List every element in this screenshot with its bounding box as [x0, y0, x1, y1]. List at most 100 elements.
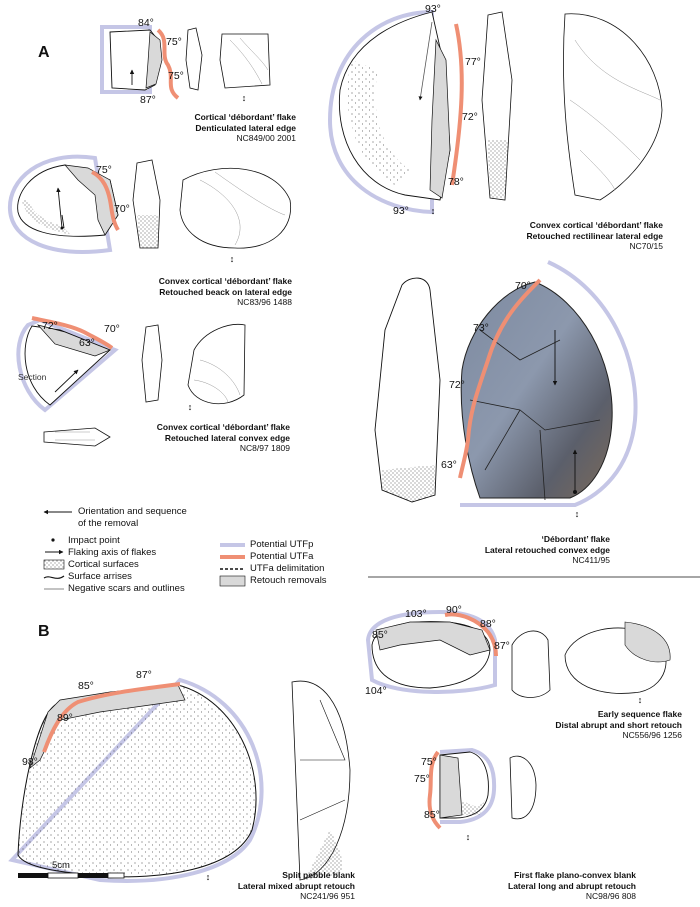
angle-label: 85° — [78, 680, 94, 692]
utfa-edge-nc83 — [90, 170, 120, 232]
caption-title: Cortical ‘débordant’ flake — [194, 112, 296, 122]
retouch-nc70 — [429, 38, 451, 199]
legend-cortical: Cortical surfaces — [68, 559, 139, 570]
utfp-outline-nc83 — [7, 154, 113, 254]
utfp-outline-nc70 — [327, 9, 434, 215]
ventral-nc8 — [187, 324, 246, 404]
section-label: Section — [18, 372, 47, 382]
caption-ref: NC241/96 951 — [300, 891, 355, 901]
caption-nc8: Convex cortical ‘débordant’ flake Retouc… — [60, 422, 290, 454]
artifact-nc70: ↕ — [327, 9, 663, 216]
legend-scars: Negative scars and outlines — [68, 583, 185, 594]
angle-label: 72° — [42, 320, 58, 332]
caption-nc70: Convex cortical ‘débordant’ flake Retouc… — [433, 220, 663, 252]
utfp-outline-nc849 — [100, 25, 152, 94]
angle-label: 104° — [365, 685, 387, 697]
ventral-nc70 — [563, 13, 663, 201]
caption-subtitle: Lateral retouched convex edge — [484, 544, 610, 555]
profile-nc849 — [185, 27, 203, 91]
artifact-nc411: ↕ — [374, 260, 638, 519]
angle-label: 93° — [393, 205, 409, 217]
utfa-edge-nc556 — [444, 612, 498, 657]
svg-text:↕: ↕ — [575, 509, 580, 519]
caption-ref: NC70/15 — [629, 241, 663, 251]
utfp-outline-nc411 — [460, 260, 638, 507]
caption-ref: NC98/96 808 — [585, 891, 636, 901]
angle-label: 75° — [421, 756, 437, 768]
utfa-edge-nc241 — [42, 682, 181, 753]
legend-orientation-line1: Orientation and sequence — [78, 506, 187, 517]
legend-cortical-swatch — [43, 559, 65, 570]
utfp-outline-nc98 — [439, 747, 497, 824]
svg-text:↕: ↕ — [188, 402, 193, 412]
angle-label: 89° — [57, 712, 73, 724]
angle-label: 75° — [166, 36, 182, 48]
profile-nc411 — [374, 277, 441, 503]
caption-subtitle: Distal abrupt and short retouch — [555, 719, 682, 730]
panel-label-b: B — [38, 623, 50, 640]
artifact-nc8: ↕ — [16, 316, 246, 447]
utfp-outline-nc556 — [365, 609, 497, 694]
angle-label: 87° — [494, 640, 510, 652]
caption-nc241: Split pebble blank Lateral mixed abrupt … — [125, 870, 355, 902]
legend-utfp: Potential UTFp — [250, 539, 314, 550]
stone-nc411 — [460, 281, 613, 499]
caption-ref: NC849/00 2001 — [236, 133, 296, 143]
utfa-edge-nc8 — [31, 316, 114, 350]
cortex-nc83 — [22, 200, 70, 234]
legend-retouch-swatch — [219, 575, 246, 587]
caption-title: ‘Débordant’ flake — [541, 534, 611, 544]
angle-label: 84° — [138, 17, 154, 29]
ventral-scar-nc556 — [624, 621, 671, 663]
angle-label: 103° — [405, 608, 427, 620]
angle-label: 98° — [22, 756, 38, 768]
angle-label: 93° — [425, 3, 441, 15]
artifact-nc241: ↕ — [8, 677, 351, 883]
svg-text:↕: ↕ — [230, 254, 235, 264]
scale-bar — [18, 872, 125, 879]
caption-subtitle: Lateral long and abrupt retouch — [508, 880, 636, 891]
angle-label: 63° — [79, 337, 95, 349]
artifact-nc849: ↕ — [100, 25, 271, 103]
caption-ref: NC411/95 — [572, 555, 610, 565]
angle-label: 85° — [372, 629, 388, 641]
angle-label: 77° — [465, 56, 481, 68]
angle-label: 75° — [168, 70, 184, 82]
utfa-edge-nc849 — [156, 28, 180, 100]
svg-text:↕: ↕ — [638, 695, 643, 705]
caption-ref: NC556/96 1256 — [622, 730, 682, 740]
caption-title: Split pebble blank — [282, 870, 355, 880]
angle-label: 72° — [462, 111, 478, 123]
utfp-outline-nc241 — [8, 677, 264, 883]
caption-title: First flake plano-convex blank — [514, 870, 636, 880]
caption-ref: NC83/96 1488 — [237, 297, 292, 307]
ventral-nc849 — [219, 33, 271, 89]
angle-label: 85° — [424, 809, 440, 821]
svg-text:↕: ↕ — [431, 206, 436, 216]
caption-subtitle: Retouched rectilinear lateral edge — [526, 230, 663, 241]
angle-label: 73° — [473, 322, 489, 334]
angle-label: 70° — [515, 280, 531, 292]
legend-flaking-axis: Flaking axis of flakes — [68, 547, 157, 558]
angle-label: 90° — [446, 604, 462, 616]
angle-label: 87° — [136, 669, 152, 681]
retouch-nc241 — [29, 684, 186, 769]
artifact-nc556: ↕ — [365, 609, 671, 705]
caption-nc556: Early sequence flake Distal abrupt and s… — [452, 709, 682, 741]
cortex-nc70 — [347, 60, 410, 185]
utfa-edge-nc70 — [450, 23, 464, 186]
profile-nc98 — [509, 755, 537, 820]
angle-label: 72° — [449, 379, 465, 391]
angle-label: 75° — [96, 164, 112, 176]
caption-subtitle: Lateral mixed abrupt retouch — [237, 880, 355, 891]
legend-arrises: Surface arrises — [68, 571, 132, 582]
legend-retouch: Retouch removals — [250, 575, 327, 586]
retouch-nc849 — [145, 31, 163, 89]
retouch-nc8 — [36, 324, 111, 357]
caption-nc849: Cortical ‘débordant’ flake Denticulated … — [66, 112, 296, 144]
caption-title: Convex cortical ‘débordant’ flake — [156, 422, 290, 432]
caption-title: Early sequence flake — [597, 709, 682, 719]
profile-nc8 — [141, 324, 163, 403]
legend-impact: Impact point — [68, 535, 120, 546]
